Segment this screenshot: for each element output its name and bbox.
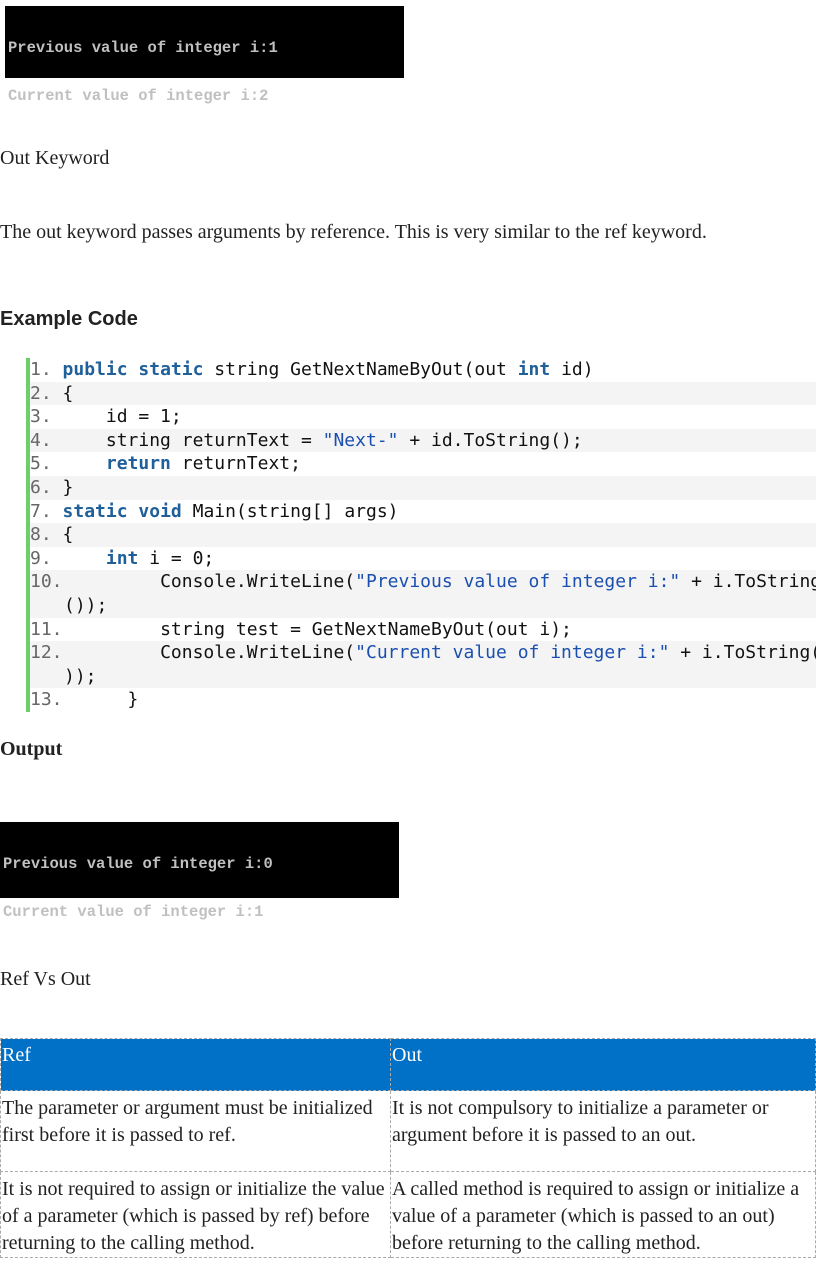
- code-text: + i.ToString: [680, 571, 816, 593]
- code-indent: [52, 453, 106, 474]
- line-number: 5.: [30, 453, 52, 475]
- intro-paragraph: The out keyword passes arguments by refe…: [0, 221, 707, 243]
- code-text: id = 1;: [105, 406, 182, 428]
- code-keyword: void: [138, 500, 182, 522]
- code-keyword: static: [138, 359, 204, 380]
- code-keyword: static: [62, 500, 128, 522]
- code-line: 9. int i = 0;: [30, 547, 816, 571]
- code-keyword: int: [517, 359, 551, 380]
- table-header-row: Ref Out: [0, 1038, 816, 1091]
- table-cell: A called method is required to assign or…: [390, 1171, 816, 1258]
- console-line: Previous value of integer i:1: [8, 39, 278, 57]
- code-indent: [63, 689, 128, 710]
- line-number: 13.: [30, 689, 63, 711]
- code-string: "Next-": [322, 429, 399, 451]
- code-text: {: [62, 524, 74, 546]
- code-line-continuation: ));: [64, 665, 97, 687]
- code-keyword: return: [105, 453, 171, 475]
- console-line: Previous value of integer i:0: [3, 855, 273, 873]
- code-string: "Previous value of integer i:": [355, 571, 681, 593]
- code-string: "Current value of integer i:": [355, 642, 670, 664]
- code-block: 1. public static string GetNextNameByOut…: [26, 358, 816, 712]
- section-title: Out Keyword: [0, 147, 110, 169]
- code-indent: [63, 642, 161, 663]
- code-indent: [52, 406, 106, 427]
- code-line: 10. Console.WriteLine("Previous value of…: [30, 570, 816, 618]
- code-line-continuation: ());: [64, 594, 108, 616]
- table-cell: The parameter or argument must be initia…: [0, 1090, 391, 1172]
- code-line: 6. }: [30, 475, 816, 500]
- output-heading: Output: [0, 738, 63, 760]
- code-line: 11. string test = GetNextNameByOut(out i…: [30, 618, 816, 642]
- code-text: string test = GetNextNameByOut(out i);: [160, 618, 572, 640]
- line-number: 1.: [30, 359, 52, 380]
- console-output-screenshot-2: Previous value of integer i:0 Current va…: [0, 822, 399, 920]
- code-indent: [52, 548, 106, 569]
- code-line: 13. }: [30, 688, 816, 712]
- code-text: }: [127, 689, 139, 711]
- line-number: 12.: [30, 642, 63, 664]
- code-line: 7. static void Main(string[] args): [30, 500, 816, 524]
- console-output-screenshot-1: Previous value of integer i:1 Current va…: [5, 6, 404, 104]
- code-indent: [52, 524, 63, 545]
- code-keyword: public: [62, 359, 128, 380]
- line-number: 10.: [30, 571, 63, 593]
- code-keyword: int: [105, 547, 139, 569]
- code-line: 3. id = 1;: [30, 405, 816, 429]
- code-indent: [52, 501, 63, 522]
- table-cell: It is not compulsory to initialize a par…: [390, 1090, 816, 1172]
- table-header-ref: Ref: [0, 1038, 391, 1091]
- line-number: 2.: [30, 382, 52, 404]
- table-row: The parameter or argument must be initia…: [0, 1090, 816, 1172]
- code-text: }: [62, 476, 74, 498]
- code-text: + i.ToString(: [669, 642, 816, 664]
- code-line: 12. Console.WriteLine("Current value of …: [30, 641, 816, 689]
- code-text: {: [62, 382, 74, 404]
- code-line: 8. {: [30, 523, 816, 547]
- example-code-heading: Example Code: [0, 308, 138, 330]
- line-number: 6.: [30, 476, 52, 498]
- code-indent: [52, 477, 63, 498]
- code-text: Console.WriteLine(: [160, 571, 356, 593]
- code-line: 5. return returnText;: [30, 452, 816, 476]
- table-header-out: Out: [390, 1038, 816, 1091]
- code-line: 2. {: [30, 381, 816, 406]
- code-text: [128, 501, 139, 522]
- code-text: [128, 359, 139, 380]
- line-number: 4.: [30, 429, 52, 451]
- code-text: Console.WriteLine(: [160, 642, 356, 664]
- line-number: 11.: [30, 618, 63, 640]
- line-number: 7.: [30, 500, 52, 522]
- code-text: i = 0;: [138, 547, 215, 569]
- code-text: string returnText =: [105, 429, 323, 451]
- code-indent: [52, 430, 106, 451]
- code-indent: [63, 619, 161, 640]
- code-indent: [52, 383, 63, 404]
- compare-title: Ref Vs Out: [0, 968, 91, 990]
- line-number: 8.: [30, 524, 52, 546]
- console-line: Current value of integer i:1: [3, 903, 264, 921]
- code-text: returnText;: [170, 453, 301, 475]
- code-text: id): [550, 359, 594, 380]
- ref-vs-out-table: Ref Out The parameter or argument must b…: [0, 1038, 816, 1258]
- code-text: + id.ToString();: [398, 429, 583, 451]
- code-indent: [52, 359, 63, 380]
- line-number: 9.: [30, 547, 52, 569]
- code-text: Main(string[] args): [181, 500, 399, 522]
- table-row: It is not required to assign or initiali…: [0, 1171, 816, 1258]
- line-number: 3.: [30, 406, 52, 428]
- code-line: 4. string returnText = "Next-" + id.ToSt…: [30, 428, 816, 453]
- console-line: Current value of integer i:2: [8, 87, 269, 105]
- code-indent: [63, 571, 161, 592]
- code-text: string GetNextNameByOut(out: [203, 359, 518, 380]
- code-line: 1. public static string GetNextNameByOut…: [30, 358, 816, 382]
- table-cell: It is not required to assign or initiali…: [0, 1171, 391, 1258]
